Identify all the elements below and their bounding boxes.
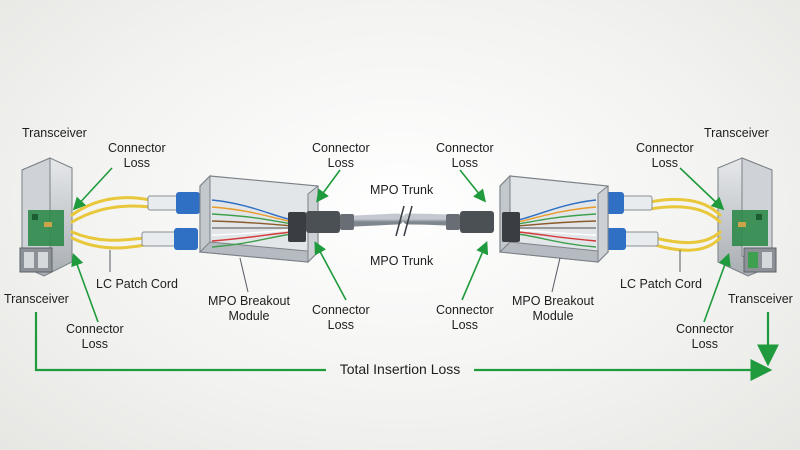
- lc-patch-cord-right: [648, 197, 722, 252]
- label-transceiver-right-bottom: Transceiver: [728, 292, 793, 306]
- label-connector-loss-3: Connector Loss: [312, 141, 370, 170]
- label-connector-loss-8: Connector Loss: [676, 322, 734, 351]
- lc-patch-cord-left: [70, 196, 152, 250]
- label-leader-lines: [109, 250, 681, 293]
- label-mpo-breakout-module-left: MPO Breakout Module: [208, 294, 290, 323]
- label-mpo-trunk-bottom: MPO Trunk: [370, 254, 434, 268]
- mpo-breakout-module-right: [498, 174, 610, 264]
- label-connector-loss-1: Connector Loss: [108, 141, 166, 170]
- label-connector-loss-4: Connector Loss: [312, 303, 370, 332]
- connector-loss-arrows: [71, 167, 731, 323]
- mpo-breakout-module-left: [198, 174, 320, 264]
- label-total-insertion-loss: Total Insertion Loss: [339, 361, 461, 377]
- label-lc-patch-cord-right: LC Patch Cord: [620, 277, 702, 291]
- total-insertion-loss-arrow: [34, 312, 779, 381]
- label-mpo-trunk-top: MPO Trunk: [370, 183, 434, 197]
- label-transceiver-left-top: Transceiver: [22, 126, 87, 140]
- label-lc-patch-cord-left: LC Patch Cord: [96, 277, 178, 291]
- label-mpo-breakout-module-right: MPO Breakout Module: [512, 294, 594, 323]
- label-transceiver-left-bottom: Transceiver: [4, 292, 69, 306]
- transceiver-right: [717, 157, 777, 277]
- label-connector-loss-5: Connector Loss: [436, 141, 494, 170]
- label-connector-loss-7: Connector Loss: [636, 141, 694, 170]
- transceiver-left: [19, 157, 73, 277]
- lc-connectors-right: [600, 192, 659, 250]
- label-connector-loss-6: Connector Loss: [436, 303, 494, 332]
- label-connector-loss-2: Connector Loss: [66, 322, 124, 351]
- label-transceiver-right-top: Transceiver: [704, 126, 769, 140]
- mpo-trunk-cable: [306, 205, 494, 237]
- lc-connectors-left: [141, 192, 200, 250]
